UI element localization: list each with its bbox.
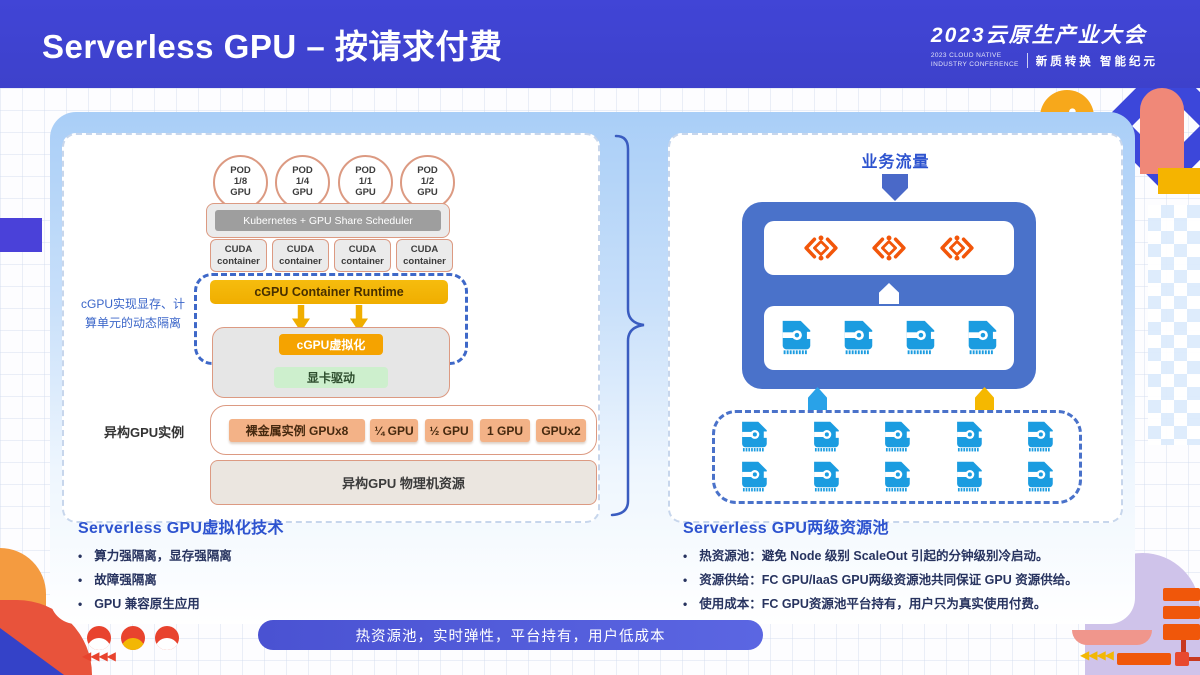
decor-pink-bowl xyxy=(1072,630,1152,645)
gpu-card-icon xyxy=(968,320,997,355)
left-summary-section: Serverless GPU虚拟化技术 算力强隔离，显存强隔离 故障强隔离 GP… xyxy=(78,520,618,616)
scheduler-container: Kubernetes + GPU Share Scheduler xyxy=(206,203,450,238)
function-compute-icon xyxy=(872,235,906,261)
decor-mosaic xyxy=(1148,205,1200,445)
arrow-up-icon xyxy=(975,387,994,410)
hot-gpu-box xyxy=(764,306,1014,370)
gpu-instance: 1 GPU xyxy=(480,419,530,442)
right-summary-section: Serverless GPU两级资源池 热资源池：避免 Node 级别 Scal… xyxy=(683,520,1131,616)
pod-node: POD 1/4 GPU xyxy=(275,155,330,210)
arrow-down-icon xyxy=(882,174,908,201)
cgpu-runtime-bar: cGPU Container Runtime xyxy=(210,280,448,304)
gpu-card-icon xyxy=(813,461,839,492)
server-bar xyxy=(1117,653,1171,665)
logo-divider xyxy=(1026,53,1028,68)
bullet-item: 故障强隔离 xyxy=(78,568,618,592)
header-bar: Serverless GPU – 按请求付费 2023云原生产业大会 2023 … xyxy=(0,0,1200,88)
server-icon xyxy=(1163,606,1200,619)
cgpu-virtualization-bar: cGPU虚拟化 xyxy=(279,334,383,355)
footer-banner: 热资源池，实时弹性，平台持有，用户低成本 xyxy=(258,620,763,650)
logo-main-text: 2023云原生产业大会 xyxy=(930,24,1147,48)
bullet-item: 算力强隔离，显存强隔离 xyxy=(78,544,618,568)
gpu-card-icon xyxy=(742,461,768,492)
decor-chevrons-left: ◀◀◀◀ xyxy=(82,649,116,663)
cgpu-side-note: cGPU实现显存、计 算单元的动态隔离 xyxy=(80,297,185,330)
gpu-card-icon xyxy=(1028,461,1054,492)
bullet-item: GPU 兼容原生应用 xyxy=(78,592,618,616)
function-compute-icon xyxy=(940,235,974,261)
page-title: Serverless GPU – 按请求付费 xyxy=(42,28,503,65)
right-pool-panel: 业务流量 xyxy=(668,133,1123,523)
gpu-driver-bar: 显卡驱动 xyxy=(274,367,388,388)
gpu-instance: 裸金属实例 GPUx8 xyxy=(229,419,365,442)
arrow-up-icon xyxy=(879,283,899,304)
server-line xyxy=(1189,657,1200,661)
server-connector xyxy=(1181,640,1186,654)
server-icon xyxy=(1163,624,1200,640)
cuda-container-box: CUDA container xyxy=(396,239,453,272)
gpu-instance: ¼ GPU xyxy=(370,419,418,442)
driver-layer-box: cGPU虚拟化 显卡驱动 xyxy=(212,327,450,398)
pool-row xyxy=(729,459,1065,495)
gpu-instance: GPUx2 xyxy=(536,419,586,442)
right-bullet-list: 热资源池：避免 Node 级别 ScaleOut 引起的分钟级别冷启动。 资源供… xyxy=(683,544,1131,616)
server-node xyxy=(1175,652,1189,666)
cuda-container-box: CUDA container xyxy=(334,239,391,272)
gpu-resource-pool xyxy=(712,410,1082,504)
physical-resources-bar: 异构GPU 物理机资源 xyxy=(210,460,597,505)
bullet-item: 资源供给：FC GPU/IaaS GPU两级资源池共同保证 GPU 资源供给。 xyxy=(683,568,1131,592)
decor-yellow-chip xyxy=(1158,168,1200,194)
logo-slogan: 新质转换 智能纪元 xyxy=(1035,55,1158,68)
left-section-heading: Serverless GPU虚拟化技术 xyxy=(78,520,284,537)
gpu-card-icon xyxy=(742,421,768,452)
server-icon xyxy=(1163,588,1200,601)
decor-ball xyxy=(121,626,145,650)
logo-subtitle-en: 2023 CLOUD NATIVE INDUSTRY CONFERENCE xyxy=(930,52,1019,68)
gpu-instance: ½ GPU xyxy=(425,419,473,442)
decor-ball xyxy=(87,626,111,650)
decor-salmon-arch xyxy=(1140,88,1184,174)
gpu-card-icon xyxy=(813,421,839,452)
instances-label: 异构GPU实例 xyxy=(104,425,185,440)
gpu-card-icon xyxy=(956,461,982,492)
bullet-item: 使用成本：FC GPU资源池平台持有，用户只为真实使用付费。 xyxy=(683,592,1131,616)
cuda-container-box: CUDA container xyxy=(272,239,329,272)
decor-ball xyxy=(155,626,179,650)
gpu-card-icon xyxy=(906,320,935,355)
function-compute-icon xyxy=(804,235,838,261)
bullet-item: 热资源池：避免 Node 级别 ScaleOut 引起的分钟级别冷启动。 xyxy=(683,544,1131,568)
scheduler-bar: Kubernetes + GPU Share Scheduler xyxy=(215,210,441,231)
pod-node: POD 1/2 GPU xyxy=(400,155,455,210)
gpu-card-icon xyxy=(782,320,811,355)
conference-logo: 2023云原生产业大会 2023 CLOUD NATIVE INDUSTRY C… xyxy=(931,19,1158,69)
pod-node: POD 1/8 GPU xyxy=(213,155,268,210)
traffic-label: 业务流量 xyxy=(861,154,930,171)
decor-chevrons-right: ◀◀◀◀ xyxy=(1080,648,1114,662)
function-compute-box xyxy=(764,221,1014,275)
cuda-container-box: CUDA container xyxy=(210,239,267,272)
pool-row xyxy=(729,419,1065,455)
left-bullet-list: 算力强隔离，显存强隔离 故障强隔离 GPU 兼容原生应用 xyxy=(78,544,618,616)
right-section-heading: Serverless GPU两级资源池 xyxy=(683,520,889,537)
hot-pool-container xyxy=(742,202,1036,389)
pod-node: POD 1/1 GPU xyxy=(338,155,393,210)
gpu-card-icon xyxy=(885,421,911,452)
grouping-brace xyxy=(610,134,645,517)
gpu-card-icon xyxy=(885,461,911,492)
decor-left-rect xyxy=(0,218,42,252)
arrow-up-icon xyxy=(808,387,827,410)
gpu-card-icon xyxy=(1028,421,1054,452)
gpu-card-icon xyxy=(956,421,982,452)
content-card: POD 1/8 GPU POD 1/4 GPU POD 1/1 GPU POD … xyxy=(50,112,1135,624)
gpu-instances-box: 裸金属实例 GPUx8 ¼ GPU ½ GPU 1 GPU GPUx2 xyxy=(210,405,597,455)
left-architecture-panel: POD 1/8 GPU POD 1/4 GPU POD 1/1 GPU POD … xyxy=(62,133,600,523)
gpu-card-icon xyxy=(844,320,873,355)
